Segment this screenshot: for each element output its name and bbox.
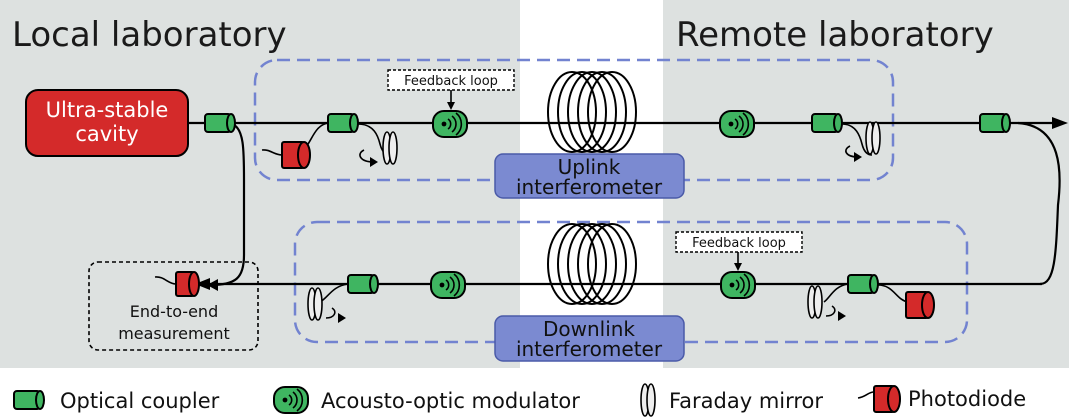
- feedback-loop-uplink-box: [387, 69, 515, 91]
- uplink-rotation-arrowhead: [370, 157, 378, 167]
- measurement-label-line2: measurement: [118, 324, 230, 343]
- aom-downlink-local: [430, 271, 466, 299]
- faraday-mirror-downlink-remote: [807, 285, 823, 319]
- coupler-cavity-output: [204, 113, 236, 133]
- legend-faraday-icon: [640, 383, 656, 417]
- photodiode-end-to-end: [154, 271, 200, 297]
- legend-aom-label: Acousto-optic modulator: [321, 389, 580, 413]
- downlink-remote-rotation-arrow: [825, 305, 836, 317]
- cavity-label-line2: cavity: [75, 122, 138, 146]
- faraday-mirror-uplink: [382, 131, 398, 165]
- feedback-loop-downlink-box: [675, 231, 803, 253]
- aom-uplink-local: [432, 110, 468, 138]
- ultra-stable-cavity: [25, 89, 189, 157]
- legend-coupler-icon: [13, 390, 45, 410]
- coupler-uplink-local: [327, 113, 359, 133]
- legend-photodiode-icon: [857, 385, 901, 413]
- feedback-loop-uplink-label: Feedback loop: [404, 74, 498, 89]
- downlink-fiber-spool: [547, 223, 637, 305]
- faraday-mirror-downlink-local: [307, 287, 323, 321]
- downlink-remote-rotation-arrowhead: [838, 311, 846, 321]
- legend-aom-icon: [273, 386, 309, 414]
- aom-uplink-remote: [719, 110, 755, 138]
- uplink-label-line1: Uplink: [558, 155, 621, 179]
- downlink-remote-faraday-fiber: [823, 283, 849, 303]
- coupler-uplink-remote: [811, 113, 843, 133]
- end-to-end-measurement-box: [88, 261, 259, 351]
- uplink-dashed-border: [253, 58, 895, 182]
- photodiode-downlink: [905, 291, 935, 319]
- aom-downlink-remote: [720, 271, 756, 299]
- feedback-loop-downlink-label: Feedback loop: [692, 236, 786, 251]
- downlink-label-line2: interferometer: [516, 337, 663, 361]
- feedback-loop-downlink-arrowhead: [734, 263, 742, 271]
- legend-photodiode-label: Photodiode: [908, 387, 1026, 411]
- downlink-local-rotation-arrowhead: [338, 313, 346, 323]
- faraday-mirror-remote-uplink: [865, 121, 881, 155]
- legend-coupler-label: Optical coupler: [60, 389, 220, 413]
- remote-return-fiber: [1017, 121, 1061, 286]
- remote-lab-title: Remote laboratory: [676, 15, 994, 55]
- feedback-loop-uplink-arrowhead: [447, 102, 455, 110]
- downlink-interferometer-box: [494, 315, 685, 362]
- legend: Optical coupler Acousto-optic modulator …: [13, 383, 1026, 417]
- measurement-label-line1: End-to-end: [130, 302, 218, 321]
- local-tap-arrowhead: [207, 279, 218, 291]
- remote-lab-area: [663, 0, 1069, 368]
- local-tap-fiber: [209, 122, 246, 287]
- cavity-label-line1: Ultra-stable: [46, 98, 169, 122]
- downlink-arrowhead: [195, 278, 210, 290]
- downlink-label-line1: Downlink: [543, 317, 635, 341]
- uplink-label-line2: interferometer: [516, 175, 663, 199]
- coupler-downlink-local: [347, 274, 379, 294]
- local-lab-area: [0, 0, 520, 368]
- coupler-remote-output: [979, 113, 1011, 133]
- coupler-downlink-remote: [847, 274, 879, 294]
- remote-uplink-rotation-arrowhead: [854, 152, 862, 162]
- downlink-local-rotation-arrow: [325, 307, 336, 319]
- photodiode-uplink: [261, 141, 311, 169]
- uplink-interferometer-box: [494, 153, 685, 199]
- legend-faraday-label: Faraday mirror: [669, 389, 823, 413]
- uplink-fiber-spool: [547, 71, 637, 153]
- local-lab-title: Local laboratory: [12, 15, 287, 55]
- output-arrowhead: [1052, 117, 1068, 129]
